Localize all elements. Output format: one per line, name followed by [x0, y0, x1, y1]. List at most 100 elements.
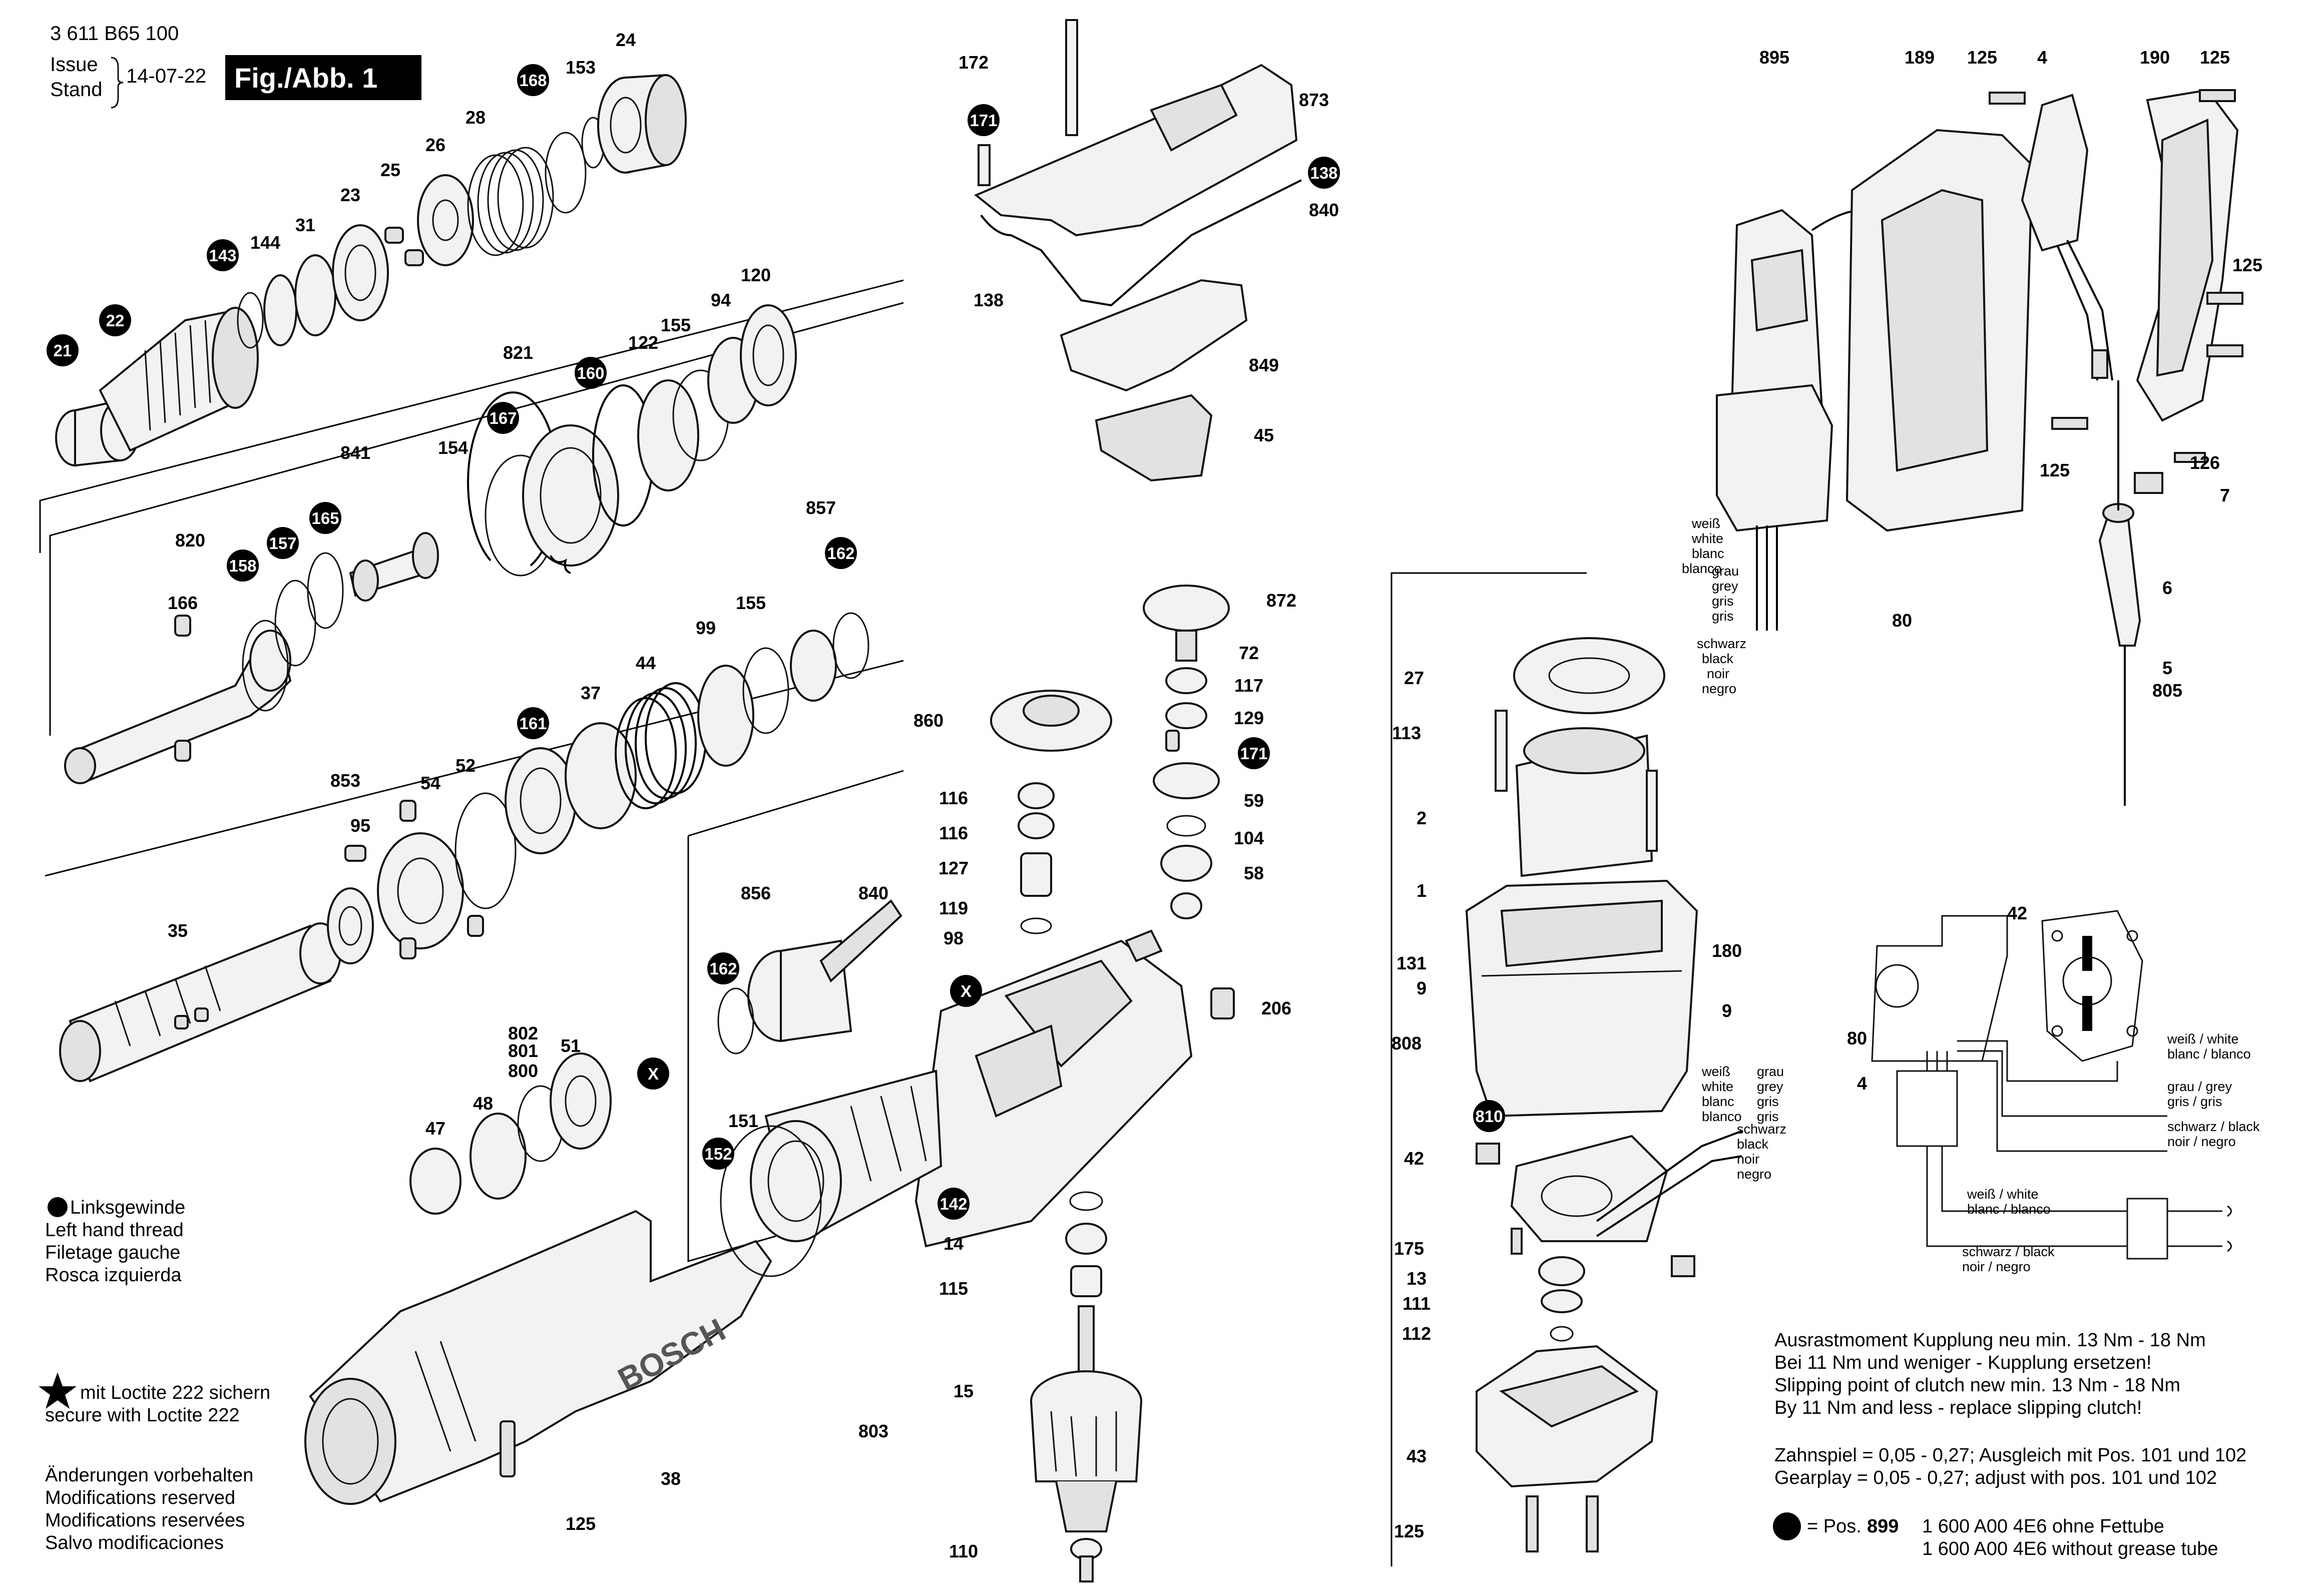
part-158-oring	[242, 620, 289, 712]
callout-label: 27	[1404, 668, 1424, 688]
part-14-bearing	[1065, 1223, 1107, 1255]
callout-label: 54	[420, 773, 440, 793]
wire-black-de: schwarz	[1697, 636, 1746, 651]
wire-grey-en: grey	[1712, 579, 1738, 594]
wire-white-de: weiß	[1691, 516, 1720, 531]
sch-white-2: blanc / blanco	[2167, 1046, 2251, 1061]
loctite-star-icon	[39, 1372, 77, 1409]
row2-parts	[64, 304, 797, 784]
gear-stack	[1143, 585, 1230, 919]
part-162-oring	[832, 612, 869, 679]
part-72-gear	[1143, 585, 1230, 632]
stand-label: Stand	[50, 79, 103, 101]
legend-lht-3: Rosca izquierda	[45, 1265, 182, 1286]
bw-black-en: black	[1737, 1137, 1769, 1152]
part-810-brush	[1476, 1143, 1500, 1165]
callout-dot	[637, 1057, 669, 1090]
part-125-screw-f	[1989, 92, 2026, 105]
part-126-screw	[2174, 452, 2206, 463]
part-35-tube	[59, 922, 341, 1083]
callout-label: 35	[168, 920, 188, 941]
callout-label: 52	[455, 755, 476, 776]
callout-label: 95	[350, 815, 370, 836]
part-873-cover	[974, 64, 1298, 237]
callout-label: 206	[1261, 998, 1291, 1018]
callout-label: 860	[913, 710, 944, 731]
bw-white-en: white	[1701, 1079, 1733, 1094]
bw-white-fr: blanc	[1702, 1094, 1734, 1109]
part-27-cover	[1513, 637, 1665, 714]
clutch-note-0: Ausrastmoment Kupplung neu min. 13 Nm - …	[1774, 1330, 2206, 1351]
callout-label: 120	[741, 265, 771, 285]
sch-white-lower: weiß / white	[1967, 1187, 2039, 1202]
callout-label: 4	[2037, 47, 2047, 68]
part-104-washer	[1166, 815, 1206, 837]
bw-grey-fr: gris	[1757, 1094, 1779, 1109]
callout-label: 80	[1892, 610, 1912, 631]
callout-dot	[938, 1188, 970, 1220]
part-43-cover	[1476, 1345, 1658, 1488]
callout-label: 111	[1403, 1293, 1431, 1314]
part-127-sleeve	[1020, 852, 1052, 897]
part-143-oring	[237, 292, 264, 349]
left-section-frames	[39, 279, 904, 1262]
part-125-screw	[500, 1420, 516, 1477]
callout-label: 853	[330, 770, 360, 791]
row1-chuck-parts	[55, 74, 687, 467]
schematic-module-box	[1896, 1070, 1958, 1147]
callout-label: 119	[939, 898, 968, 918]
part-168-ring	[545, 132, 587, 214]
callout-label: 24	[616, 30, 636, 50]
callout-label: 38	[661, 1468, 681, 1489]
callout-label: 113	[1392, 723, 1421, 743]
legend-loctite-0: mit Loctite 222 sichern	[80, 1382, 270, 1403]
part-111-ring	[1541, 1289, 1583, 1313]
part-112-nut	[1550, 1326, 1574, 1342]
callout-label: 155	[661, 315, 691, 335]
callout-label: 155	[736, 593, 766, 613]
callout-label: 126	[2190, 452, 2220, 473]
callout-label: 28	[466, 107, 486, 128]
sch-grey-2: gris / gris	[2167, 1094, 2222, 1109]
part-22-cone	[99, 307, 259, 452]
sch-black-lower: schwarz / black	[1962, 1244, 2055, 1259]
bw-black-de: schwarz	[1737, 1122, 1786, 1137]
part-113-screw	[1495, 710, 1508, 792]
schematic-labels: weiß / white blanc / blanco grau / grey …	[1962, 1031, 2260, 1274]
figure-box	[225, 55, 421, 100]
part-190-handle-half	[2136, 89, 2239, 422]
part-125-screw-c	[2199, 89, 2236, 102]
callout-label: 167	[489, 409, 517, 427]
clutch-note-2: Slipping point of clutch new min. 13 Nm …	[1774, 1375, 2180, 1396]
legend-lht-2: Filetage gauche	[45, 1242, 180, 1263]
grease-line-1: 1 600 A00 4E6 ohne Fettube	[1922, 1516, 2164, 1537]
callout-label: 158	[229, 557, 256, 575]
callout-dot	[487, 402, 519, 434]
part-119-bearing	[1170, 892, 1202, 919]
callout-label: 129	[1234, 708, 1264, 728]
wire-white-en: white	[1691, 531, 1723, 546]
sch-black-2: noir / negro	[2167, 1134, 2236, 1149]
callout-label: 13	[1407, 1268, 1427, 1289]
part-161-ring	[505, 747, 577, 854]
callout-dot	[309, 502, 341, 534]
callout-label: 125	[2232, 255, 2262, 275]
clutch-note-1: Bei 11 Nm und weniger - Kupplung ersetze…	[1774, 1352, 2151, 1373]
callout-label: 94	[711, 290, 731, 310]
issue-label: Issue	[50, 54, 98, 76]
callout-label: 820	[175, 530, 205, 551]
callout-dot	[1308, 157, 1340, 189]
part-37-ring	[565, 722, 637, 829]
part-144-ring	[263, 274, 297, 346]
wiring-schematic	[1871, 910, 2232, 1260]
part-125-screw-e	[2206, 344, 2243, 357]
callout-label: 165	[311, 509, 339, 527]
part-171-screw	[978, 144, 991, 186]
part-138-gasket	[980, 179, 1302, 307]
callout-label: 115	[939, 1278, 968, 1299]
part-856-piston	[717, 899, 902, 1054]
callout-dot	[267, 527, 299, 559]
part-206-connector	[1210, 987, 1235, 1019]
wire-grey-fr: gris	[1712, 594, 1734, 609]
